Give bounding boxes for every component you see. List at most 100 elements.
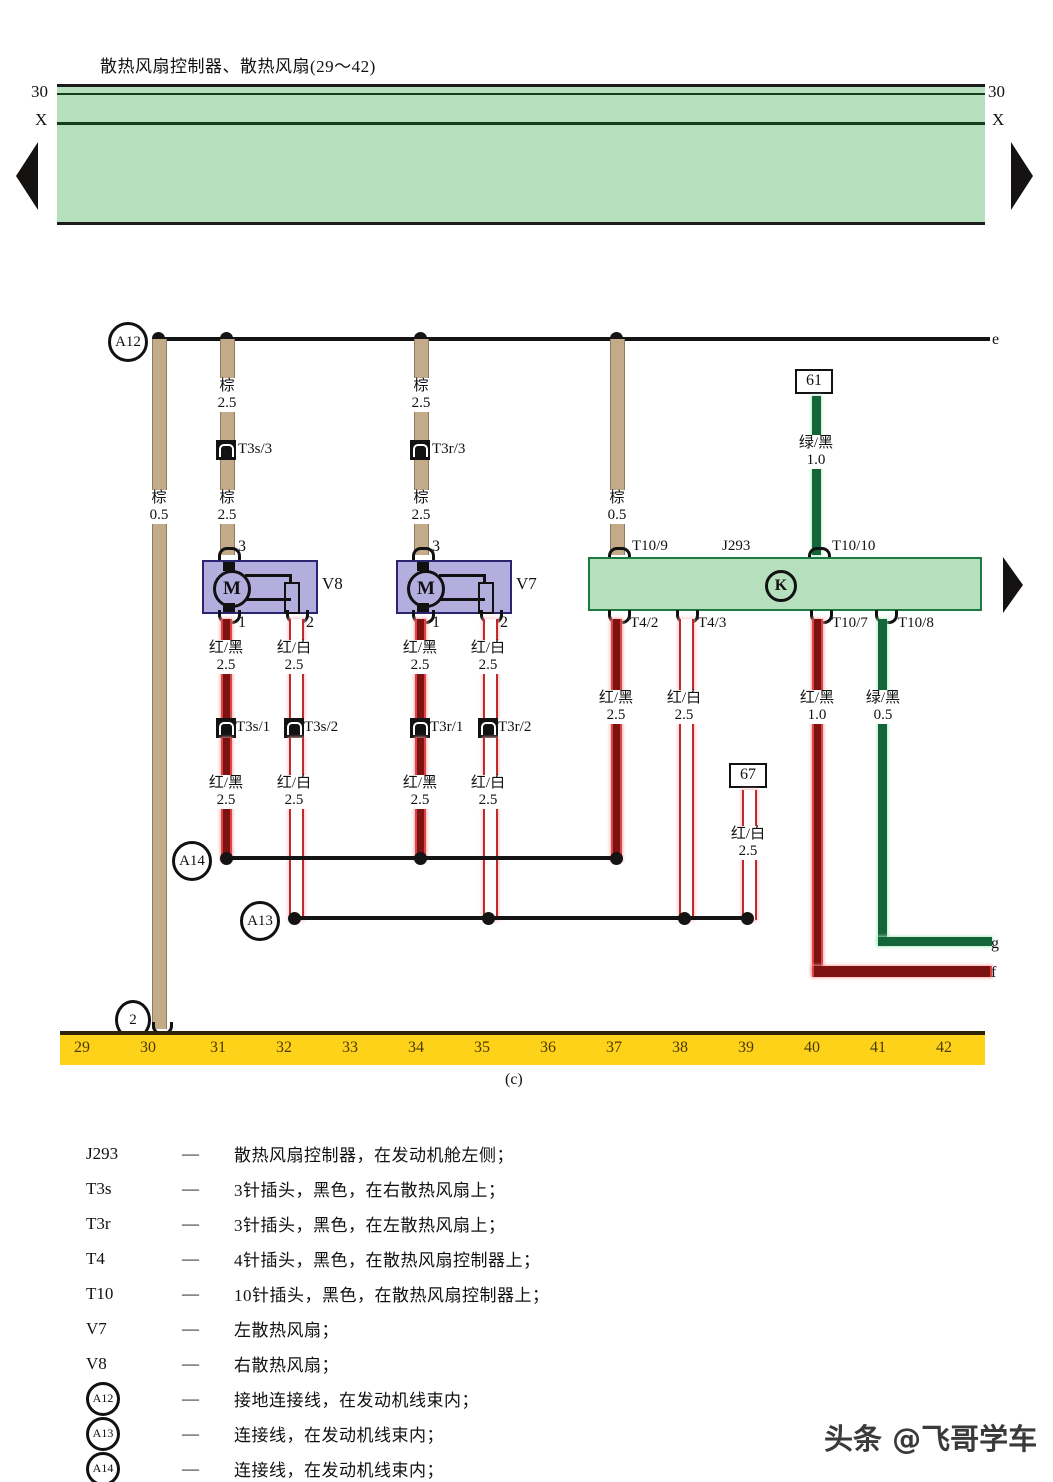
plug-t3s-2-icon[interactable] <box>284 718 304 738</box>
pin-label-v8-2: 2 <box>306 614 314 631</box>
legend-row: A13 — 连接线，在发动机线束内； <box>86 1416 846 1451</box>
end-label-g: g <box>991 935 999 952</box>
legend-dash: — <box>182 1283 199 1303</box>
legend-key: T10 <box>86 1283 114 1303</box>
motor-terminal-bottom <box>417 603 429 612</box>
terminal-cup-v8-3 <box>218 547 241 561</box>
arrow-left-icon <box>16 142 38 210</box>
legend-row: A14 — 连接线，在发动机线束内； <box>86 1451 846 1482</box>
wire-label-t4-3: 红/白 2.5 <box>658 690 710 724</box>
legend-text: 连接线，在发动机线束内； <box>234 1426 444 1445</box>
wire-label-v7-rw-top: 红/白 2.5 <box>462 640 514 674</box>
terminal-number: 38 <box>672 1039 688 1056</box>
wire-label-gb-10: 绿/黑 1.0 <box>784 435 848 469</box>
wire-label-brown-25-v8-top: 棕 2.5 <box>206 378 248 412</box>
connector-ref-a12: A12 <box>108 322 148 362</box>
controller-name-j293: J293 <box>722 538 751 554</box>
terminal-number: 29 <box>74 1039 90 1056</box>
plug-label-t3s-1: T3s/1 <box>236 719 271 735</box>
motor-symbol-v7: M <box>407 570 445 608</box>
band-label-x-left: X <box>35 110 48 129</box>
legend-key: J293 <box>86 1143 119 1163</box>
pin-label-t4-3: T4/3 <box>698 615 727 631</box>
legend-text: 散热风扇控制器，在发动机舱左侧； <box>234 1146 514 1165</box>
legend-text: 接地连接线，在发动机线束内； <box>234 1391 479 1410</box>
terminal-number: 37 <box>606 1039 622 1056</box>
legend-key: T3r <box>86 1213 111 1233</box>
motor-terminal-top <box>223 562 235 571</box>
fan-name-v7: V7 <box>516 574 537 593</box>
wire-gb-61 <box>812 396 821 555</box>
band-label-30-left: 30 <box>31 82 48 101</box>
pin-label-v7-1: 1 <box>432 614 440 631</box>
plug-t3s-3-icon[interactable] <box>216 440 236 460</box>
terminal-number: 40 <box>804 1039 820 1056</box>
legend-row: J293 — 散热风扇控制器，在发动机舱左侧； <box>86 1136 846 1171</box>
terminal-number-bar: 29 30 31 32 33 34 35 36 37 38 39 40 41 4… <box>60 1031 985 1065</box>
terminal-number: 39 <box>738 1039 754 1056</box>
band-label-30-right: 30 <box>988 82 1005 101</box>
band-line-x <box>57 122 985 125</box>
pin-label-t10-10: T10/10 <box>832 538 876 554</box>
connector-ref-circle-a14: A14 <box>86 1451 120 1482</box>
fan-link-bottom <box>439 598 485 601</box>
fan-module-v7[interactable]: M <box>396 560 512 614</box>
wire-brown-left <box>152 339 167 1029</box>
fan-link-bottom <box>245 598 291 601</box>
pin-label-t4-2: T4/2 <box>630 615 659 631</box>
legend-dash: — <box>182 1143 199 1163</box>
wire-label-v7-rb-top: 红/黑 2.5 <box>394 640 446 674</box>
top-green-band <box>57 84 985 225</box>
wire-label-brown-25-v7-bot: 棕 2.5 <box>400 490 442 524</box>
terminal-number: 41 <box>870 1039 886 1056</box>
plug-label-t3s-3: T3s/3 <box>238 441 273 457</box>
connector-ref-a14: A14 <box>172 841 212 881</box>
fan-name-v8: V8 <box>322 574 343 593</box>
wire-label-t10-7: 红/黑 1.0 <box>791 690 843 724</box>
legend-row: T3r — 3针插头，黑色，在左散热风扇上； <box>86 1206 846 1241</box>
wire-label-v8-rb-bot: 红/黑 2.5 <box>200 775 252 809</box>
wire-rb-t10-7-horz <box>812 966 992 977</box>
motor-terminal-bottom <box>223 603 235 612</box>
terminal-number: 35 <box>474 1039 490 1056</box>
terminal-number: 31 <box>210 1039 226 1056</box>
legend-text: 3针插头，黑色，在右散热风扇上； <box>234 1181 506 1200</box>
junction-dot <box>288 912 301 925</box>
figure-label: (c) <box>505 1071 523 1088</box>
wire-label-t4-2: 红/黑 2.5 <box>590 690 642 724</box>
wire-label-brown-05-left: 棕 0.5 <box>138 490 180 524</box>
legend-key: T3s <box>86 1178 112 1198</box>
legend-row: T4 — 4针插头，黑色，在散热风扇控制器上； <box>86 1241 846 1276</box>
band-label-x-right: X <box>992 110 1005 129</box>
terminal-number: 32 <box>276 1039 292 1056</box>
wire-rw-v7-lower <box>483 738 498 920</box>
wire-label-brown-25-v7-top: 棕 2.5 <box>400 378 442 412</box>
controller-symbol-k: K <box>765 570 797 602</box>
plug-t3r-2-icon[interactable] <box>478 718 498 738</box>
arrow-right-icon <box>1003 557 1023 613</box>
plug-label-t3r-1: T3r/1 <box>430 719 464 735</box>
wire-label-v8-rw-top: 红/白 2.5 <box>268 640 320 674</box>
page-title: 散热风扇控制器、散热风扇(29～42) <box>100 57 376 76</box>
watermark: 头条 @飞哥学车 <box>824 1422 1038 1456</box>
wire-label-v8-rw-bot: 红/白 2.5 <box>268 775 320 809</box>
wire-label-v7-rw-bot: 红/白 2.5 <box>462 775 514 809</box>
plug-t3s-1-icon[interactable] <box>216 718 236 738</box>
legend-dash: — <box>182 1388 199 1408</box>
terminal-number: 30 <box>140 1039 156 1056</box>
wire-rb-t4-2 <box>611 619 622 861</box>
fan-link-right-upper <box>483 574 486 583</box>
band-line-30 <box>57 93 985 95</box>
terminal-number: 33 <box>342 1039 358 1056</box>
legend-text: 连接线，在发动机线束内； <box>234 1461 444 1480</box>
fan-module-v8[interactable]: M <box>202 560 318 614</box>
legend-row: T3s — 3针插头，黑色，在右散热风扇上； <box>86 1171 846 1206</box>
junction-dot <box>678 912 691 925</box>
connector-ref-a13: A13 <box>240 901 280 941</box>
connector-ref-circle-a13: A13 <box>86 1416 120 1451</box>
wire-rw-v8-lower <box>289 738 304 920</box>
legend-text: 左散热风扇； <box>234 1321 339 1340</box>
plug-t3r-1-icon[interactable] <box>410 718 430 738</box>
plug-t3r-3-icon[interactable] <box>410 440 430 460</box>
